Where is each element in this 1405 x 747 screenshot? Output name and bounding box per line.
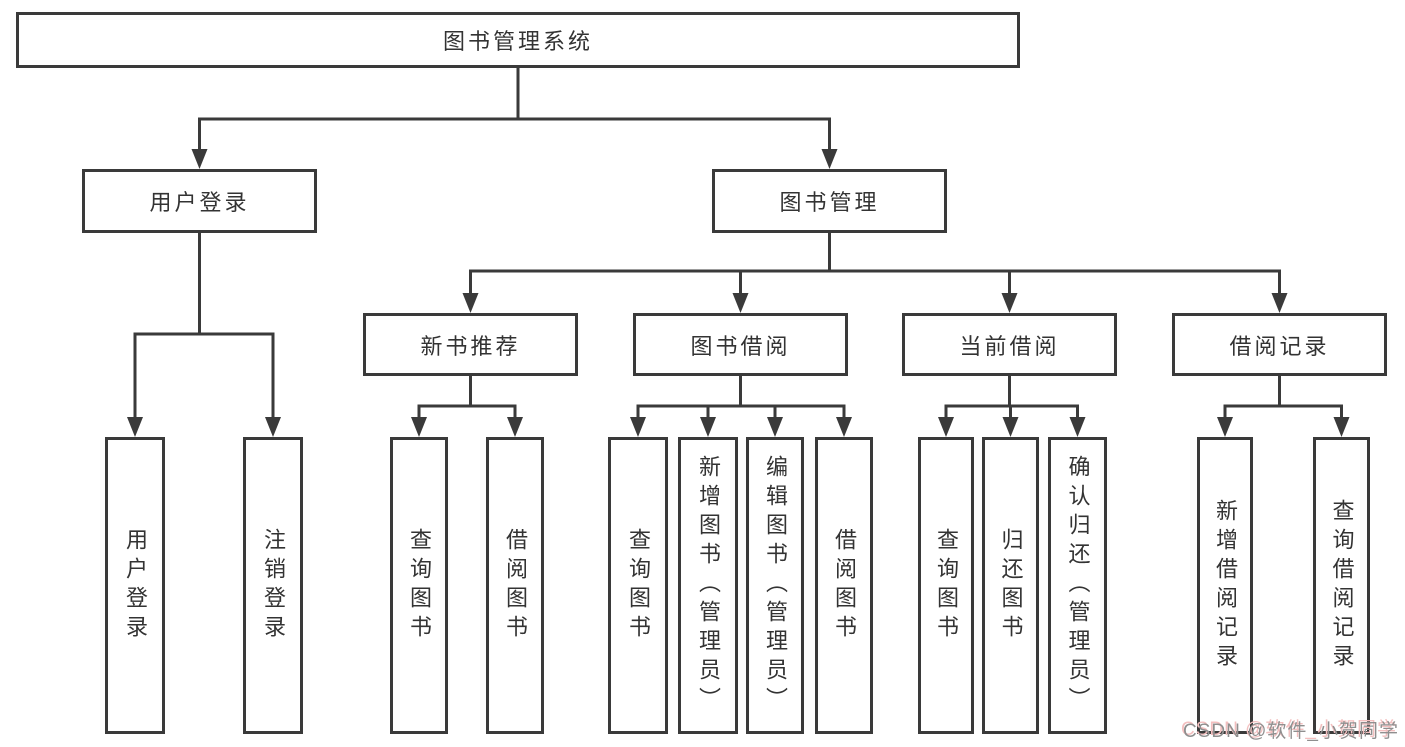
node-label: 查询借阅记录 [1329,498,1355,673]
arrowhead [938,417,954,437]
node-bb-add-book: 新增图书（管理员） [678,437,738,734]
node-user-login: 用户登录 [82,169,317,233]
node-label: 当前借阅 [959,333,1060,359]
arrowhead [411,417,427,437]
node-label: 编辑图书（管理员） [763,455,788,716]
arrowhead [732,293,749,313]
node-label: 新增借阅记录 [1213,498,1238,673]
node-cb-return-book: 归还图书 [982,437,1039,734]
node-bb-query-book: 查询图书 [608,437,668,734]
watermark: CSDN @软件_小贺同学 [1183,721,1399,742]
arrowhead [1069,417,1086,437]
arrowhead [836,417,852,437]
node-label: 用户登录 [123,527,148,644]
node-nb-query-book: 查询图书 [390,437,448,734]
node-br-add-record: 新增借阅记录 [1197,437,1253,734]
arrowhead [1001,293,1018,313]
node-bb-edit-book: 编辑图书（管理员） [746,437,804,734]
node-label: 用户登录 [149,190,250,215]
node-borrow-records: 借阅记录 [1172,313,1387,376]
arrowhead [507,417,523,437]
arrowhead [700,417,716,437]
node-book-management: 图书管理 [712,169,947,233]
node-leaf-logout: 注销登录 [243,437,303,734]
arrowhead [1002,417,1019,437]
arrowhead [462,293,479,313]
arrowhead [821,149,838,169]
arrowhead [191,149,208,169]
node-label: 注销登录 [261,527,286,644]
node-label: 查询图书 [407,527,432,644]
node-cb-confirm-return: 确认归还（管理员） [1048,437,1107,734]
node-br-query-record: 查询借阅记录 [1313,437,1370,734]
node-new-book-recommend: 新书推荐 [363,313,578,376]
node-label: 新书推荐 [420,333,521,359]
node-label: 图书管理 [779,190,880,215]
node-book-borrow: 图书借阅 [633,313,848,376]
node-label: 借阅图书 [503,527,528,644]
node-label: 归还图书 [998,527,1024,644]
node-label: 图书管理系统 [442,29,593,54]
node-label: 借阅图书 [832,527,857,644]
node-label: 确认归还（管理员） [1065,455,1091,716]
node-label: 新增图书（管理员） [696,455,721,716]
node-label: 借阅记录 [1229,333,1330,359]
node-bb-borrow-book: 借阅图书 [815,437,873,734]
node-nb-borrow-book: 借阅图书 [486,437,544,734]
arrowhead [1333,417,1350,437]
arrowhead [1271,293,1288,313]
node-label: 查询图书 [934,527,959,644]
node-leaf-user-login: 用户登录 [105,437,165,734]
node-current-borrow: 当前借阅 [902,313,1117,376]
node-label: 查询图书 [626,527,651,644]
arrowhead [630,417,646,437]
arrowhead [265,417,281,437]
node-root: 图书管理系统 [16,12,1020,68]
arrowhead [767,417,783,437]
node-label: 图书借阅 [690,333,791,359]
arrowhead [1217,417,1233,437]
node-cb-query-book: 查询图书 [918,437,974,734]
arrowhead [127,417,143,437]
